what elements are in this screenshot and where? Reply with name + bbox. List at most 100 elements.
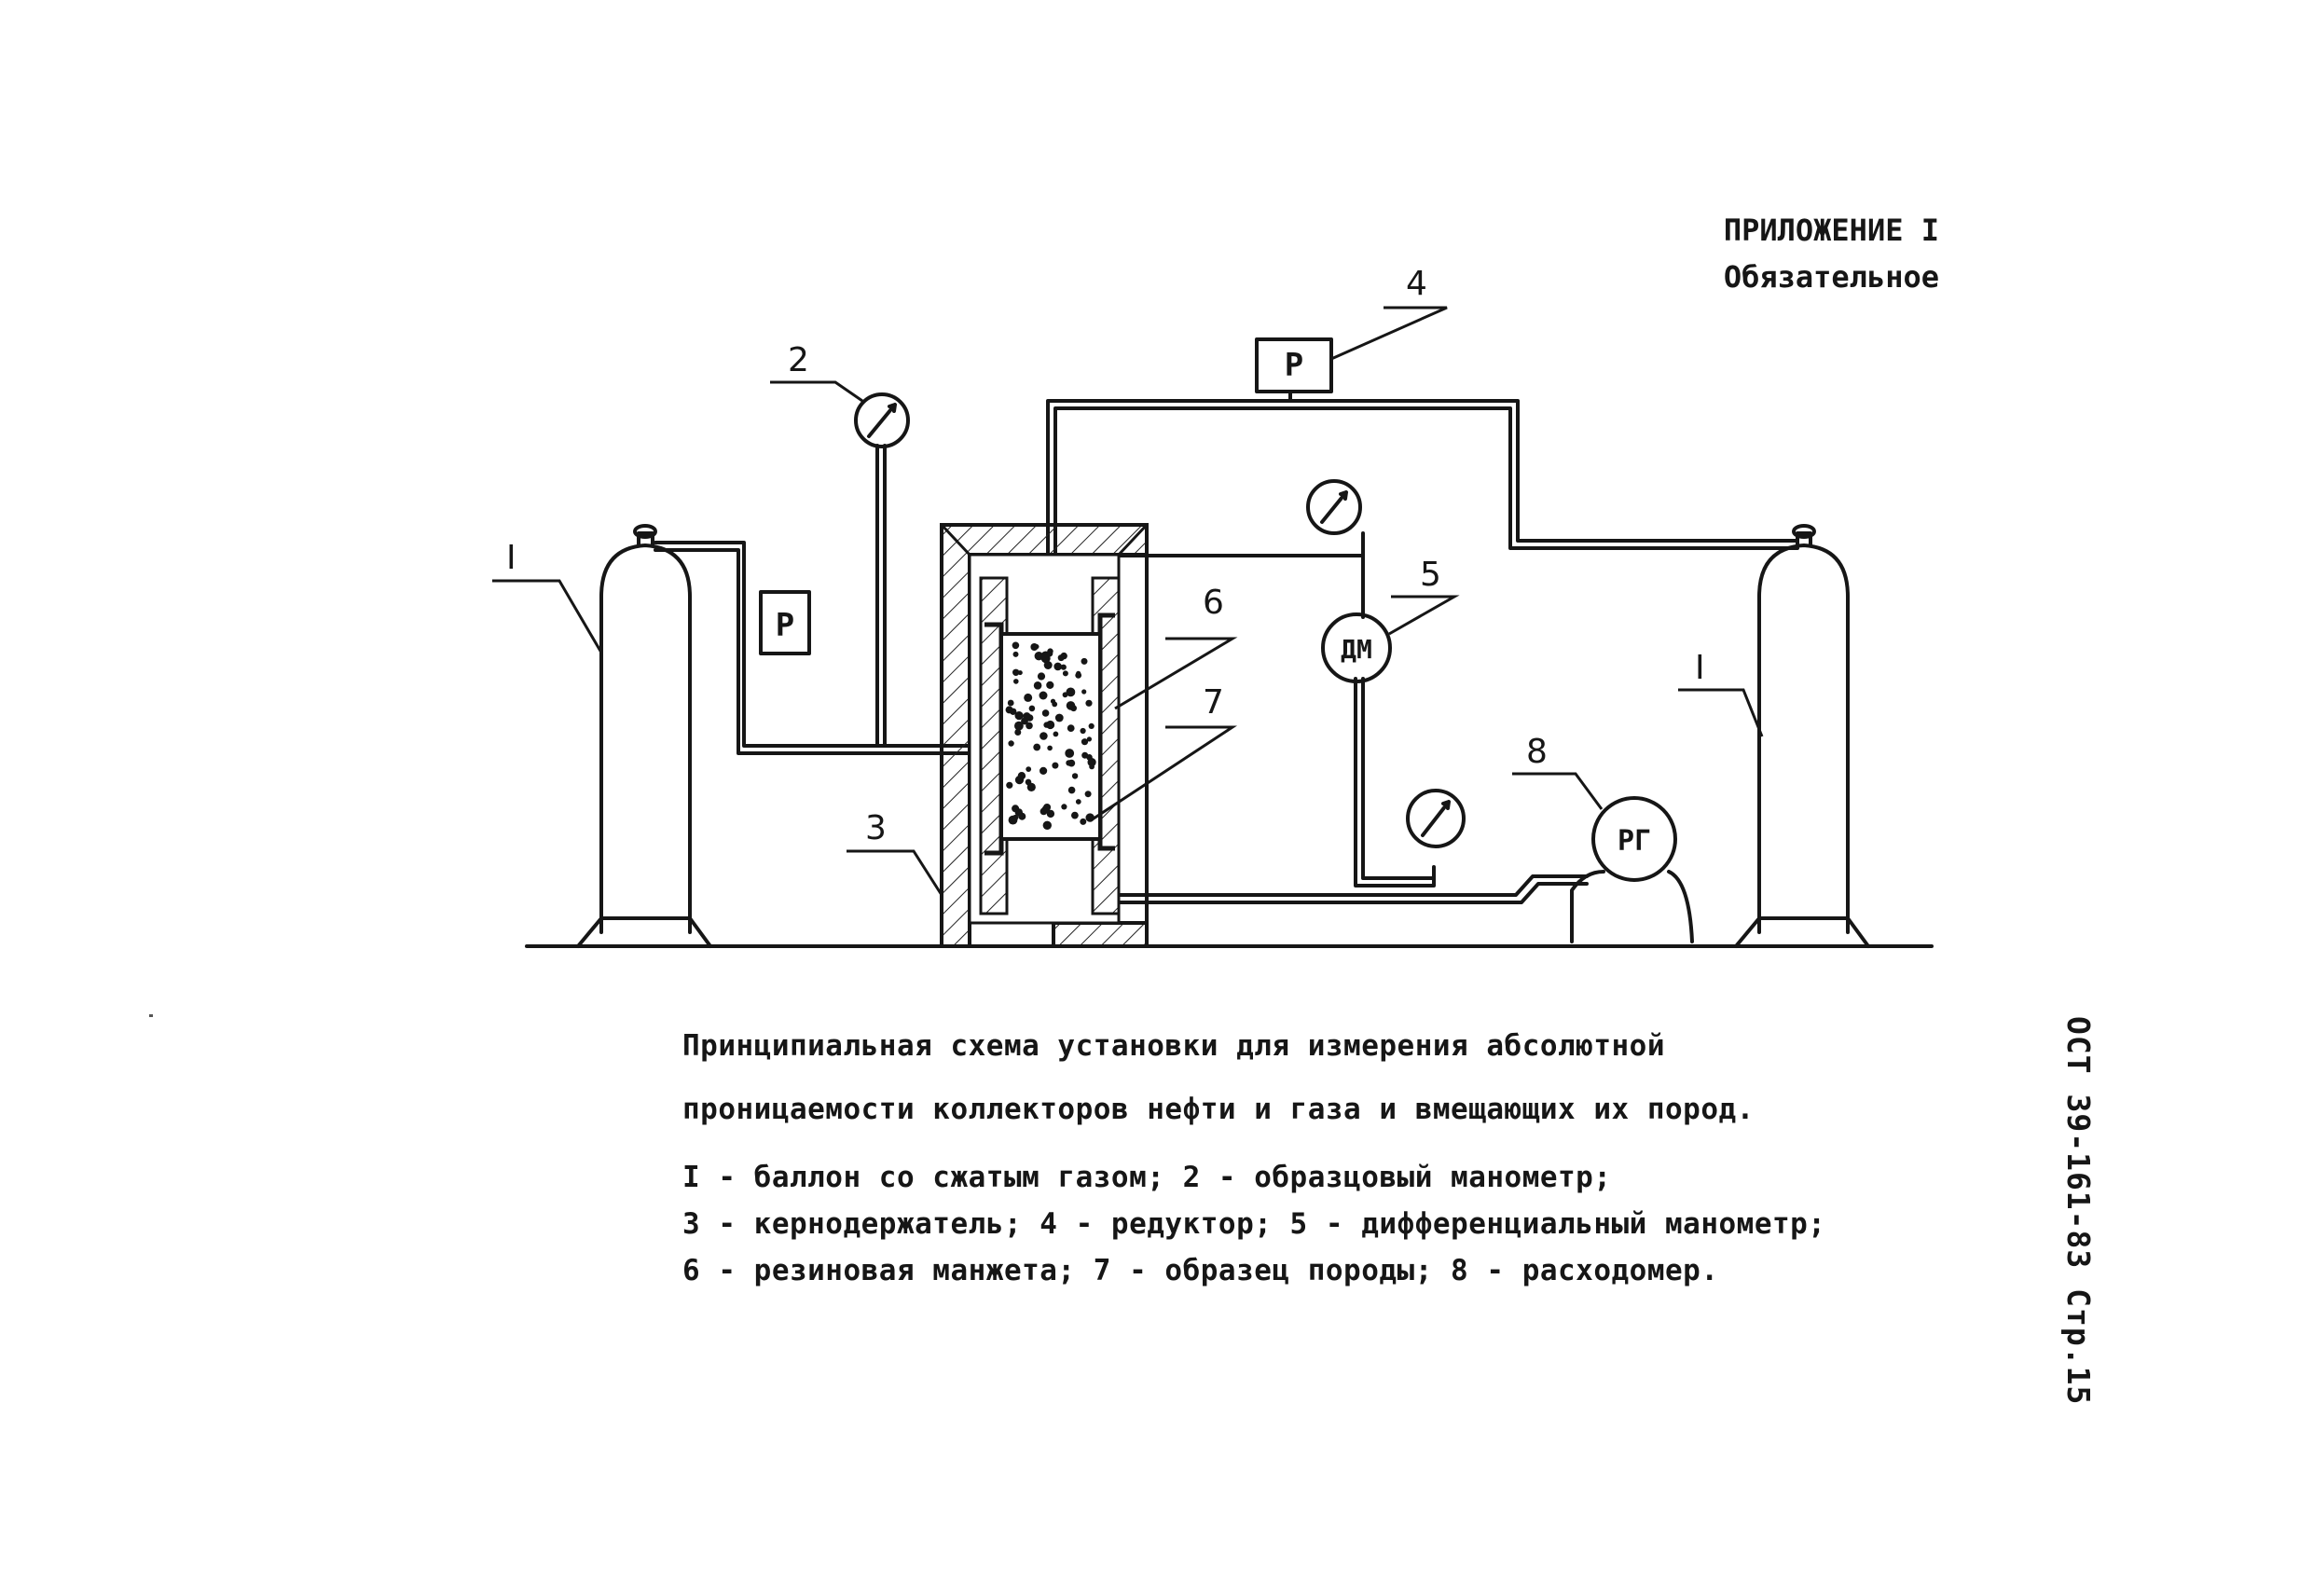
legend-line-3: 6 - резиновая манжета; 7 - образец пород… (682, 1254, 1719, 1287)
diff-manometer (1321, 612, 1392, 683)
sample-grain (1028, 705, 1036, 712)
sample-grain (1041, 709, 1050, 717)
sample-grain (1040, 651, 1051, 661)
sample-grain (1039, 691, 1048, 700)
sample-grain (1046, 681, 1054, 690)
callout-gauge: 2 (788, 341, 809, 379)
sample-grain (1065, 749, 1075, 758)
sample-grain (1081, 657, 1088, 665)
sample-grain (1018, 812, 1026, 820)
sample-grain (1012, 651, 1019, 657)
appendix-header: ПРИЛОЖЕНИЕ I Обязательное (1585, 207, 1939, 300)
callout-cylinder-right: I (1695, 649, 1705, 687)
sample-grain (1080, 818, 1087, 825)
sample-grain (1052, 762, 1059, 769)
document-code: ОСТ 39-161-83 Стр.15 (2060, 1016, 2097, 1406)
regulator-left (759, 590, 811, 655)
sample-grain (1026, 722, 1033, 730)
gas-cylinder-left (576, 524, 712, 948)
gauge-2 (854, 392, 910, 448)
sample-grain (1025, 713, 1030, 719)
sample-grain (1043, 722, 1050, 728)
regulator-left-label: Р (776, 607, 794, 644)
sample-grain (1007, 699, 1014, 707)
sample-grain (1088, 722, 1095, 730)
sample-grain (1043, 661, 1053, 669)
sample-grain (1071, 811, 1079, 819)
callout-sample: 7 (1203, 683, 1224, 722)
sample-grain (1066, 760, 1072, 766)
sample-grain (1042, 820, 1053, 830)
sample-grain (1054, 713, 1064, 722)
sample-grain (1014, 711, 1024, 721)
gas-cylinder-right (1734, 524, 1870, 948)
callout-cuff: 6 (1203, 584, 1224, 622)
sample-grain (1026, 782, 1036, 792)
diff-manometer-label: ДМ (1341, 634, 1372, 665)
gauge-lower (1406, 789, 1466, 848)
appendix-status: Обязательное (1723, 259, 1939, 295)
figure-legend: I - баллон со сжатым газом; 2 - образцов… (682, 1154, 1913, 1294)
appendix-title: ПРИЛОЖЕНИЕ I (1723, 213, 1939, 248)
sample-grain (1086, 736, 1092, 742)
callout-flowmeter: 8 (1526, 733, 1548, 771)
sample-grain (1037, 672, 1046, 681)
sample-grain (1053, 662, 1062, 671)
sample-grain (1075, 799, 1081, 805)
sample-grain (1050, 698, 1056, 704)
sample-grain (1012, 641, 1020, 650)
sample-grain (1039, 766, 1048, 776)
sample-grain (1026, 766, 1032, 772)
figure-caption: Принципиальная схема установки для измер… (682, 1014, 1913, 1141)
sample-grain (1066, 687, 1076, 697)
sample-grain (1008, 740, 1014, 747)
sample-grain (1080, 727, 1086, 735)
sample-grain (1060, 664, 1067, 670)
sample-grain (1062, 670, 1068, 677)
callout-holder: 3 (865, 809, 887, 847)
sample-grain (1012, 814, 1019, 821)
sample-grain (1067, 786, 1076, 794)
sample-grain (1066, 701, 1076, 710)
sample-grain (1024, 693, 1033, 702)
speck (149, 1014, 153, 1017)
flowmeter (1570, 796, 1694, 943)
legend-line-2: 3 - кернодержатель; 4 - редуктор; 5 - ди… (682, 1207, 1826, 1241)
gauge-upper (1306, 479, 1362, 535)
callout-cylinder-left: I (506, 539, 516, 577)
sample-grain (1081, 738, 1089, 746)
sample-grain (1047, 745, 1053, 751)
sample-grain (1067, 724, 1075, 732)
reducer-label: Р (1285, 347, 1303, 384)
sample-grain (1057, 654, 1065, 662)
caption-line-1: Принципиальная схема установки для измер… (682, 1029, 1665, 1063)
sample-grain (1012, 668, 1020, 676)
sample-grain (1071, 773, 1079, 779)
legend-line-1: I - баллон со сжатым газом; 2 - образцов… (682, 1161, 1612, 1194)
sample-grain (1006, 781, 1013, 789)
sample-grain (1014, 776, 1025, 785)
sample-grain (1025, 778, 1032, 786)
sample-grain (1014, 729, 1022, 736)
sample-grain (1086, 754, 1093, 761)
callout-reducer: 4 (1406, 265, 1427, 303)
sample-grain (1061, 804, 1067, 810)
sample-grain (1084, 791, 1092, 798)
flowmeter-label: РГ (1618, 825, 1651, 858)
sample-grain (1039, 807, 1048, 816)
sample-grain (1089, 764, 1095, 770)
sample-grain (1085, 699, 1093, 707)
sample-grain (1010, 708, 1017, 715)
rock-sample (999, 632, 1102, 841)
sample-grain (1014, 721, 1024, 731)
callout-diff: 5 (1420, 556, 1441, 594)
sample-grain (1081, 689, 1087, 695)
sample-grain (1039, 732, 1048, 740)
sample-grain (1013, 679, 1019, 684)
reducer-box (1255, 337, 1333, 393)
sample-grain (1075, 672, 1082, 679)
caption-line-2: проницаемости коллекторов нефти и газа и… (682, 1093, 1755, 1126)
sample-grain (1033, 681, 1042, 690)
sample-grain (1033, 743, 1041, 751)
